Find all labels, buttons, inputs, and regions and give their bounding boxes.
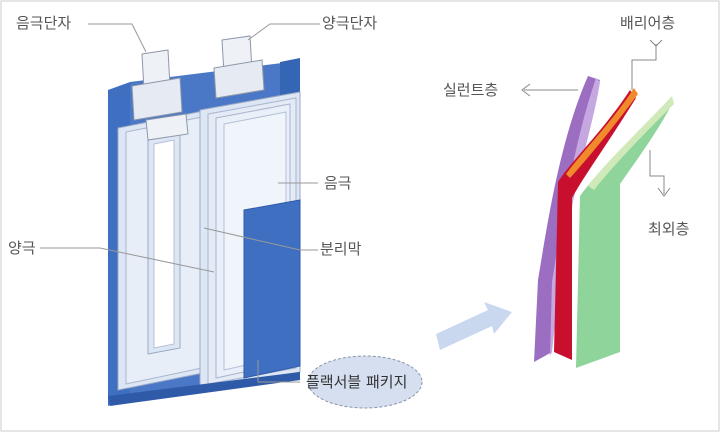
sealant-layer-label: 실런트층 [443, 81, 499, 99]
zoom-arrow [436, 302, 512, 350]
cathode-terminal-label: 양극단자 [322, 14, 378, 32]
pouch-front-flap [243, 199, 301, 379]
cathode-terminal-tab [213, 35, 265, 99]
sealant-layer-edge [550, 78, 600, 356]
outer-layer-label: 최외층 [648, 220, 690, 238]
flexible-package-bubble [307, 355, 423, 409]
anode-terminal-tab [131, 49, 189, 141]
barrier-layer-label: 배리어층 [620, 14, 676, 32]
film-layers [534, 76, 674, 368]
cathode-label: 양극 [8, 239, 36, 257]
layer-arrows [521, 39, 671, 197]
outer-layer-shape [576, 98, 672, 368]
leader-lines [40, 23, 320, 383]
pouch-cell [108, 35, 301, 406]
outer-layer-edge [588, 96, 674, 190]
anode-label: 음극 [324, 174, 352, 192]
separator-label: 분리막 [320, 240, 362, 258]
flexible-package-label: 플랙서블 패키지 [306, 373, 408, 391]
sealant-layer-shape [534, 76, 600, 362]
anode-terminal-label: 음극단자 [16, 14, 72, 32]
cathode-window-inner [153, 139, 175, 349]
pouch-bottom [108, 372, 300, 406]
barrier-layer-edge [566, 88, 638, 178]
